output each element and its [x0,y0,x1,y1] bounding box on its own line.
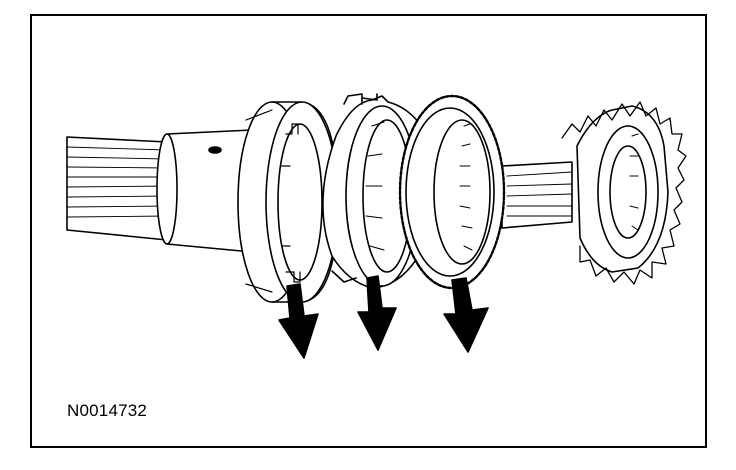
figure-id-label: N0014732 [67,401,148,420]
arrow-1 [278,283,319,359]
gear [561,101,687,285]
shaft-synchronizer-illustration [66,93,687,359]
diagram-frame: N0014732 [30,14,707,448]
toothed-ring [398,94,506,290]
arrow-3 [443,277,489,353]
arrow-2 [357,275,397,351]
